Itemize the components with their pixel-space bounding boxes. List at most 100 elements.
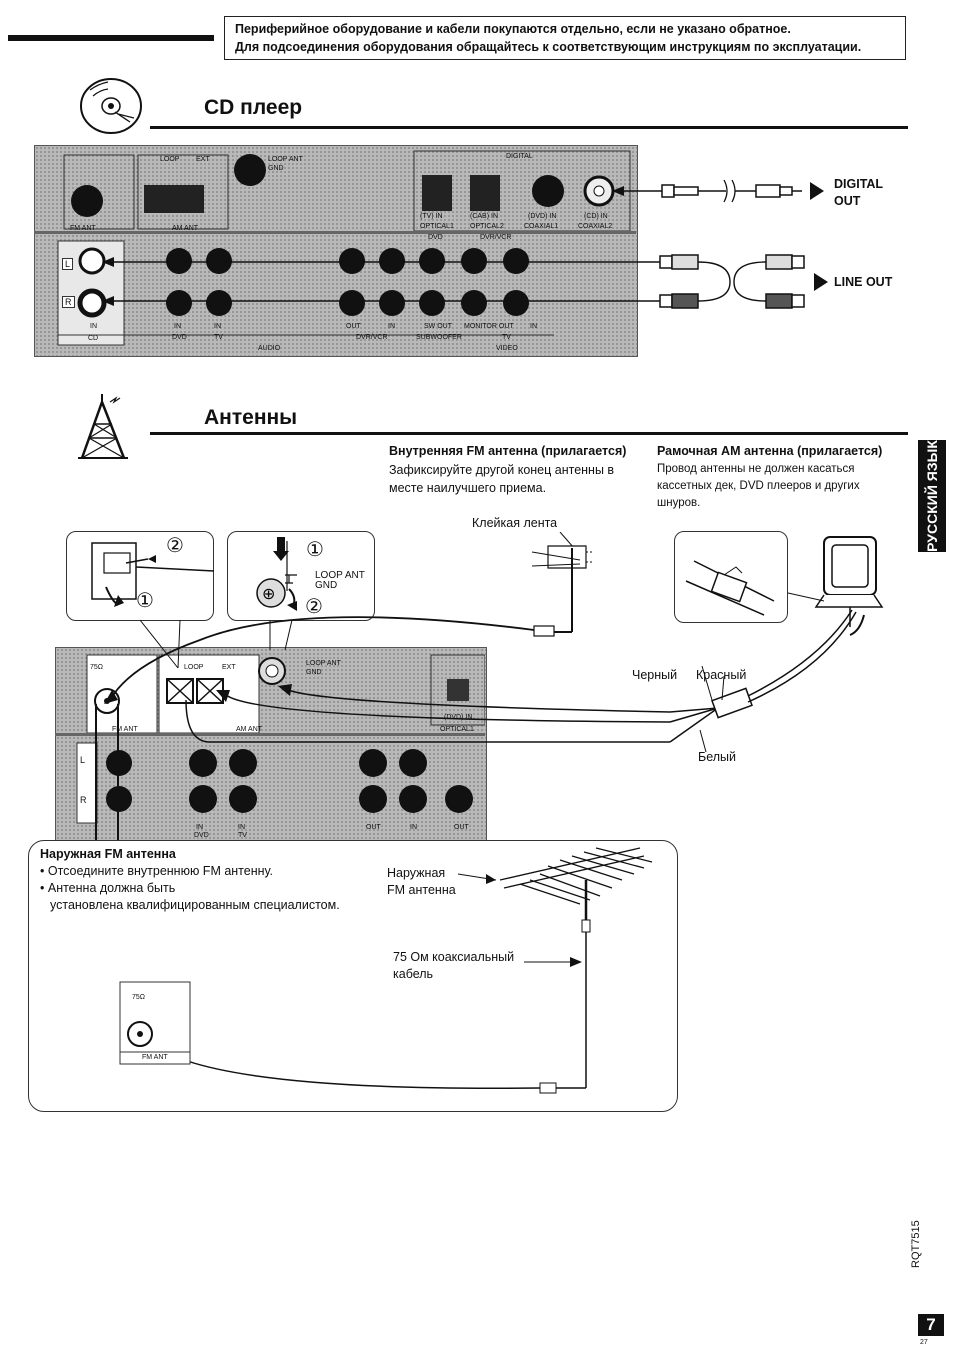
am-loop-ant-label: LOOP ANT	[315, 570, 365, 581]
panel-sw-out-label: SW OUT	[424, 323, 452, 330]
panel-video-label: VIDEO	[496, 345, 518, 352]
model-code: RQT7515	[910, 1220, 922, 1268]
wire-black-label: Черный	[632, 668, 678, 682]
panel-coaxial2-label: COAXIAL2	[578, 223, 613, 230]
panel-in-dvd-label: IN	[174, 323, 181, 330]
ant-panel-in-dvd-label: IN	[196, 824, 203, 831]
ant-panel-optical1-label: OPTICAL1	[440, 726, 474, 733]
panel-out-label: OUT	[346, 323, 361, 330]
cd-cables	[102, 179, 828, 309]
ant-panel-gnd-label: GND	[306, 669, 322, 676]
panel-digital-label: DIGITAL	[506, 153, 533, 160]
panel-am-ant-label: AM ANT	[172, 225, 199, 232]
panel-gnd-label: GND	[268, 165, 284, 172]
callout-am-terminal	[227, 531, 375, 621]
panel-dvd-top-label: DVD	[428, 234, 443, 241]
rear-panel-antenna-detail	[55, 654, 485, 824]
cd-section-title: CD плеер	[204, 96, 303, 119]
outdoor-heading: Наружная FM антенна	[40, 847, 176, 861]
panel-dvd-label: DVD	[172, 334, 187, 341]
loop-am-text: Провод антенны не должен касаться кассет…	[657, 463, 860, 509]
ant-panel-in-tv-label: IN	[238, 824, 245, 831]
outdoor-cable-label-2: кабель	[393, 967, 434, 981]
panel-in-vcr-label: IN	[388, 323, 395, 330]
outdoor-bullet-2-text: Антенна должна быть	[47, 881, 176, 895]
cd-disc-icon	[80, 78, 142, 134]
panel-dvd-in-label: (DVD) IN	[528, 213, 557, 220]
ant-panel-dvd-label: DVD	[194, 832, 209, 839]
wire-white-label: Белый	[698, 750, 737, 764]
panel-in-tv-label: IN	[214, 323, 221, 330]
panel-cd-label: CD	[88, 335, 99, 342]
ant-panel-75ohm-label: 75Ω	[90, 664, 104, 671]
ant-panel-loop-ant-label: LOOP ANT	[306, 660, 341, 667]
panel-in-label: IN	[90, 323, 97, 330]
ant-panel-dvd-in-label: (DVD) IN	[444, 714, 473, 721]
ant-panel-out2-label: OUT	[454, 824, 469, 831]
am-step-1: ①	[306, 539, 324, 561]
language-tab: РУССКИЙ ЯЗЫК	[918, 440, 946, 552]
panel-optical2-label: OPTICAL2	[470, 223, 504, 230]
panel-cab-in-label: (CAB) IN	[470, 213, 498, 220]
outdoor-antenna-label-1: Наружная	[387, 866, 446, 880]
fm-plug-illustration	[91, 542, 214, 607]
digital-out-label: DIGITAL OUT	[834, 177, 884, 208]
fm-step-1: ①	[136, 590, 154, 612]
cd-section-rule	[150, 126, 908, 129]
panel-r-label: R	[62, 296, 75, 308]
ant-panel-l-label: L	[80, 755, 86, 765]
ant-panel-tv-label: TV	[238, 832, 247, 839]
panel-monitor-out-label: MONITOR OUT	[464, 323, 514, 330]
page-number: 7	[918, 1314, 944, 1336]
adhesive-tape-illustration	[531, 532, 594, 637]
wire-red-label: Красный	[696, 668, 747, 682]
outdoor-bullet-1: • Отсоедините внутреннюю FM антенну.	[40, 864, 273, 878]
panel-loop-label: LOOP	[160, 156, 180, 163]
ant-panel-loop-label: LOOP	[184, 664, 204, 671]
panel-cd-in-coax-label: (CD) IN	[584, 213, 608, 220]
outdoor-bullet-1-text: Отсоедините внутреннюю FM антенну.	[47, 864, 273, 878]
header-bar	[8, 35, 214, 41]
panel-tv-video-label: TV	[502, 334, 511, 341]
panel-optical1-label: OPTICAL1	[420, 223, 454, 230]
panel-fm-ant-label: FM ANT	[70, 225, 96, 232]
notice-line-2: Для подсоединения оборудования обращайте…	[235, 40, 862, 54]
outdoor-antenna-label-2: FM антенна	[387, 883, 456, 897]
outdoor-bullet-2: • Антенна должна быть	[40, 881, 176, 895]
am-gnd-label: GND	[315, 580, 338, 591]
ant-panel-am-ant-label: AM ANT	[236, 726, 263, 733]
am-terminal-illustration: ⊕	[256, 537, 297, 611]
panel-loop-ant-label: LOOP ANT	[268, 156, 303, 163]
antenna-section-rule	[150, 432, 908, 435]
rear-panel-cd-detail	[34, 150, 636, 346]
panel-in-video-label: IN	[530, 323, 537, 330]
am-step-2: ②	[305, 596, 323, 618]
fm-step-2: ②	[166, 535, 184, 557]
outdoor-bullet-2-cont: установлена квалифицированным специалист…	[50, 898, 340, 912]
panel-audio-label: AUDIO	[258, 345, 281, 352]
outdoor-cable-label-1: 75 Ом коаксиальный	[393, 950, 515, 964]
outdoor-75ohm-label: 75Ω	[132, 994, 146, 1001]
panel-tv-label: TV	[214, 334, 223, 341]
panel-dvr-vcr-top-label: DVR/VCR	[480, 234, 512, 241]
notice-line-1: Периферийное оборудование и кабели покуп…	[235, 22, 791, 36]
page-subnumber: 27	[920, 1339, 928, 1346]
panel-subwoofer-label: SUBWOOFER	[416, 334, 462, 341]
outdoor-fm-ant-label: FM ANT	[142, 1054, 168, 1061]
panel-coaxial1-label: COAXIAL1	[524, 223, 559, 230]
notice-box: Периферийное оборудование и кабели покуп…	[224, 16, 906, 60]
ant-panel-fm-ant-label: FM ANT	[112, 726, 138, 733]
indoor-fm-text: Зафиксируйте другой конец антенны в мест…	[389, 463, 615, 495]
indoor-fm-heading: Внутренняя FM антенна (прилагается)	[389, 444, 627, 458]
ant-panel-in-label: IN	[410, 824, 417, 831]
svg-text:⊕: ⊕	[262, 584, 275, 603]
ant-panel-r-label: R	[80, 795, 87, 805]
antenna-section-title: Антенны	[204, 406, 298, 429]
panel-ext-label: EXT	[196, 156, 210, 163]
loop-antenna-illustration	[685, 536, 884, 636]
ant-panel-out-label: OUT	[366, 824, 381, 831]
line-out-label: LINE OUT	[834, 275, 893, 289]
tape-label: Клейкая лента	[472, 516, 558, 530]
